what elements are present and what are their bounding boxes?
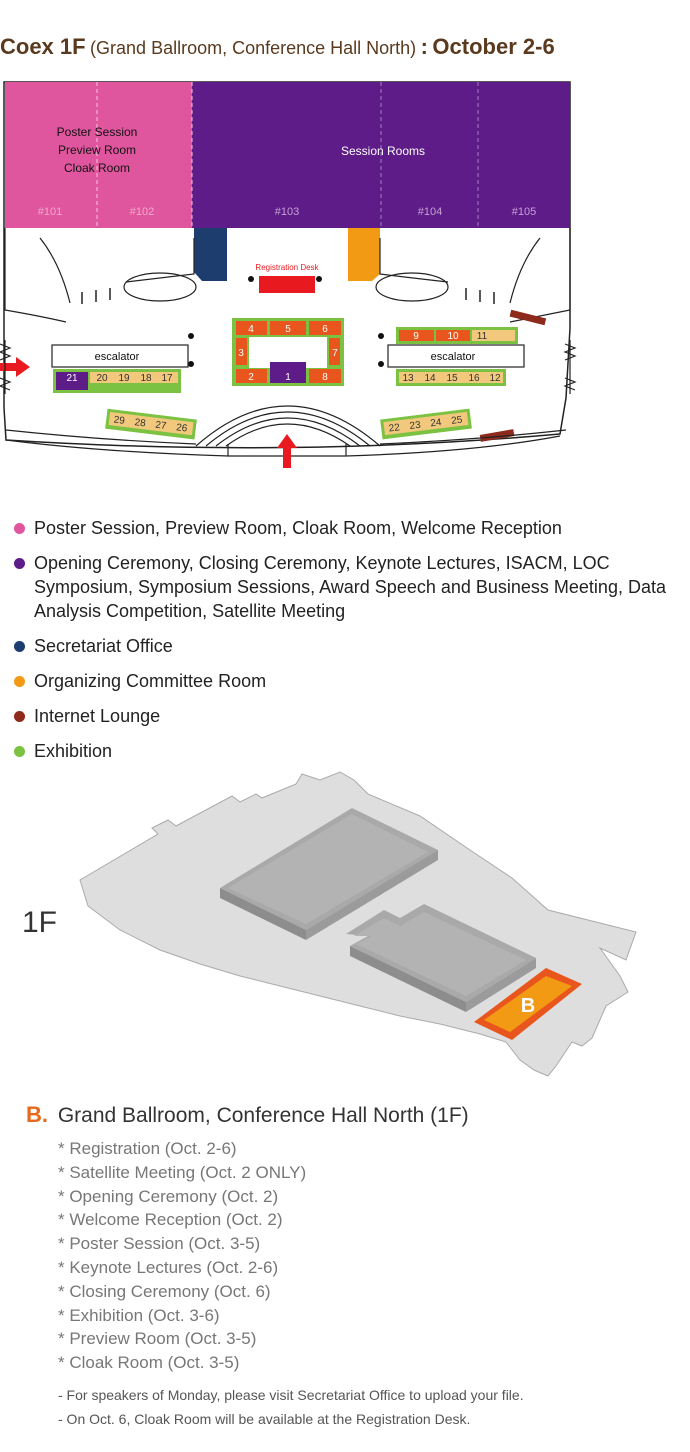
booth-24: 24 (430, 417, 443, 429)
room-number-102: #102 (130, 206, 154, 218)
escalator-right-label: escalator (431, 351, 476, 363)
booth-5: 5 (285, 324, 291, 335)
room-number-105: #105 (512, 206, 536, 218)
escalator-right (387, 344, 525, 368)
poster-label-2: Preview Room (58, 143, 136, 157)
booth-23: 23 (409, 420, 422, 432)
floor-plan-map: Poster Session Preview Room Cloak Room S… (0, 81, 577, 468)
section-title: B. Grand Ballroom, Conference Hall North… (26, 1102, 469, 1128)
booth-12: 12 (489, 373, 501, 384)
schedule-item: * Closing Ceremony (Oct. 6) (58, 1281, 271, 1301)
block-marker-b: B (521, 995, 535, 1017)
legend-dot (14, 676, 25, 687)
schedule-item: * Preview Room (Oct. 3-5) (58, 1329, 257, 1349)
floor-label: 1F (22, 906, 57, 939)
legend: Poster Session, Preview Room, Cloak Room… (14, 516, 684, 774)
poster-label-1: Poster Session (57, 125, 138, 139)
booth-20: 20 (96, 373, 108, 384)
booth-13: 13 (402, 373, 414, 384)
booth-8: 8 (322, 372, 328, 383)
booth-27: 27 (155, 420, 168, 432)
internet-lounge-bottom (479, 429, 515, 442)
booth-7: 7 (332, 348, 338, 359)
room-number-101: #101 (38, 206, 62, 218)
booth-1: 1 (285, 372, 291, 383)
internet-lounge-top (509, 309, 547, 326)
booth-26: 26 (176, 422, 189, 434)
booth-21: 21 (66, 373, 78, 384)
registration-desk (259, 276, 315, 293)
section-title-text: Grand Ballroom, Conference Hall North (1… (57, 1104, 469, 1127)
schedule-item: * Satellite Meeting (Oct. 2 ONLY) (58, 1162, 307, 1182)
booth-25: 25 (451, 415, 464, 427)
booth-19: 19 (118, 373, 130, 384)
door-left-icon (0, 340, 12, 394)
booth-18: 18 (140, 373, 152, 384)
poster-room-block (5, 82, 192, 228)
schedule-list: * Registration (Oct. 2-6) * Satellite Me… (58, 1137, 306, 1375)
schedule-item: * Exhibition (Oct. 3-6) (58, 1305, 220, 1325)
secretariat-office (194, 228, 227, 281)
event-dates: October 2-6 (432, 34, 555, 59)
legend-dot (14, 523, 25, 534)
booth-16: 16 (468, 373, 480, 384)
registration-desk-label: Registration Desk (255, 263, 319, 272)
floor-base (79, 771, 637, 1077)
page-title: Coex 1F (Grand Ballroom, Conference Hall… (0, 34, 555, 60)
title-separator: : (420, 34, 428, 59)
isometric-floor-map: 1F B (22, 771, 637, 1077)
booth-9: 9 (413, 331, 419, 342)
hall-names: (Grand Ballroom, Conference Hall North) (90, 38, 417, 58)
schedule-item: * Opening Ceremony (Oct. 2) (58, 1186, 279, 1206)
legend-dot (14, 711, 25, 722)
legend-item-purple: Opening Ceremony, Closing Ceremony, Keyn… (14, 551, 684, 623)
schedule-item: * Cloak Room (Oct. 3-5) (58, 1353, 240, 1373)
booth-2: 2 (248, 372, 254, 383)
booth-29: 29 (113, 415, 126, 427)
legend-dot (14, 641, 25, 652)
notes-list: - For speakers of Monday, please visit S… (58, 1383, 524, 1431)
booth-4: 4 (248, 324, 254, 335)
booth-3: 3 (238, 348, 244, 359)
legend-item-orange: Organizing Committee Room (14, 669, 684, 693)
door-right-icon (563, 340, 577, 394)
session-rooms-label: Session Rooms (341, 144, 425, 158)
booth-10: 10 (447, 331, 459, 342)
schedule-item: * Keynote Lectures (Oct. 2-6) (58, 1257, 279, 1277)
room-number-103: #103 (275, 206, 299, 218)
legend-item-navy: Secretariat Office (14, 634, 684, 658)
venue-name: Coex 1F (0, 34, 86, 59)
legend-item-brown: Internet Lounge (14, 704, 684, 728)
booth-28: 28 (134, 417, 147, 429)
note-item: - On Oct. 6, Cloak Room will be availabl… (58, 1411, 471, 1427)
booth-6: 6 (322, 324, 328, 335)
booth-11: 11 (477, 331, 488, 342)
organizing-committee-room (348, 228, 380, 281)
poster-label-3: Cloak Room (64, 161, 130, 175)
booth-17: 17 (161, 373, 173, 384)
entrance-arrow-right-icon (0, 357, 30, 377)
escalator-left-label: escalator (95, 351, 140, 363)
legend-dot (14, 558, 25, 569)
legend-item-pink: Poster Session, Preview Room, Cloak Room… (14, 516, 684, 540)
room-number-104: #104 (418, 206, 442, 218)
section-letter: B. (26, 1102, 48, 1127)
schedule-item: * Welcome Reception (Oct. 2) (58, 1210, 283, 1230)
booth-22: 22 (388, 422, 401, 434)
booth-15: 15 (446, 373, 458, 384)
booth-14: 14 (424, 373, 436, 384)
escalator-left (51, 344, 189, 368)
legend-dot (14, 746, 25, 757)
schedule-item: * Registration (Oct. 2-6) (58, 1139, 237, 1158)
entrance-arrow-up-icon (277, 434, 297, 468)
schedule-item: * Poster Session (Oct. 3-5) (58, 1234, 261, 1254)
note-item: - For speakers of Monday, please visit S… (58, 1387, 524, 1403)
legend-item-green: Exhibition (14, 739, 684, 763)
